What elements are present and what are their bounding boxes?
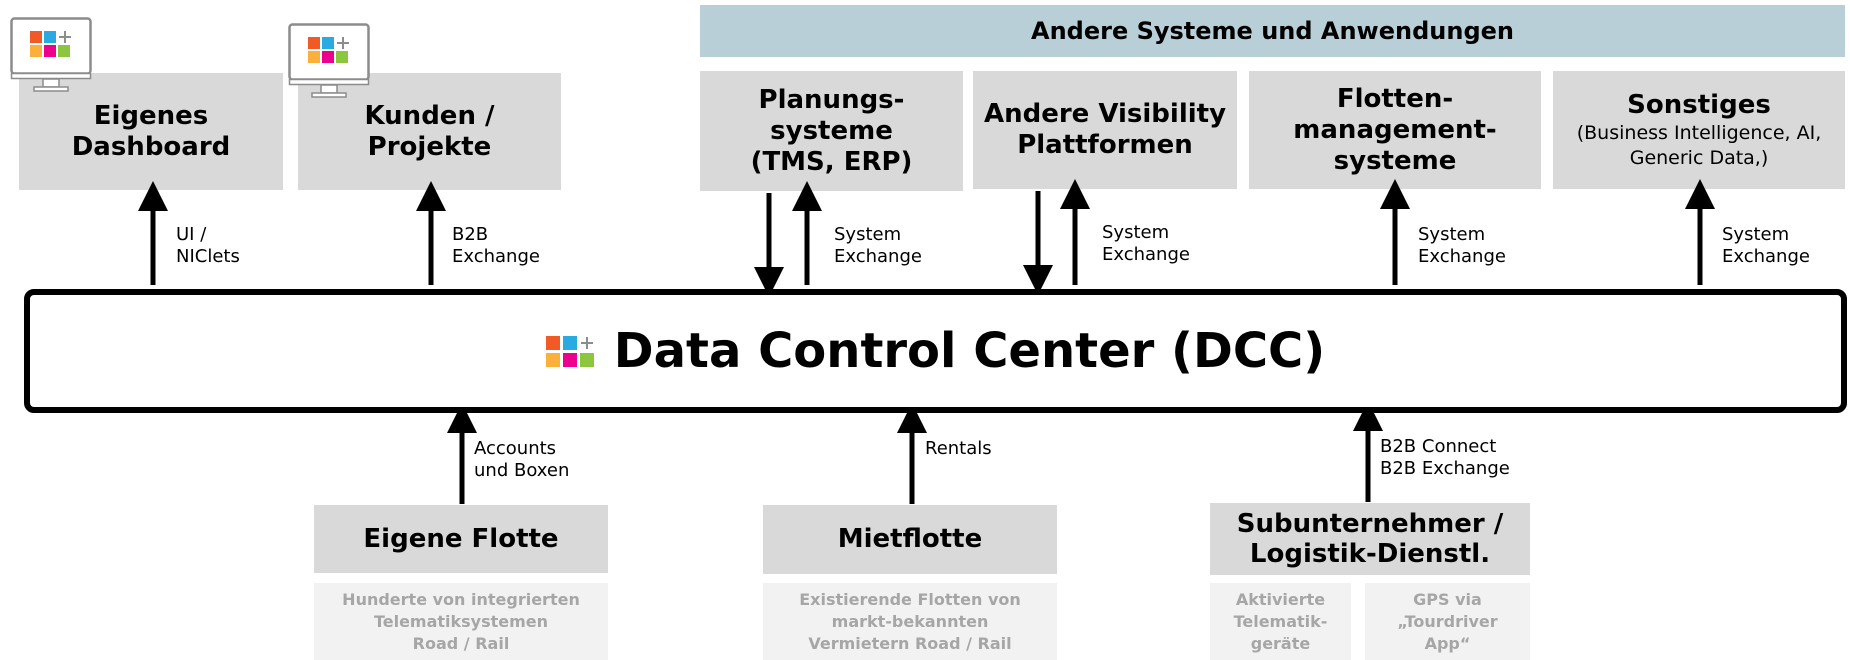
misc-subtitle: (Business Intelligence, AI, Generic Data… (1576, 121, 1822, 169)
other-systems-band: Andere Systeme und Anwendungen (700, 5, 1845, 57)
other-systems-band-label: Andere Systeme und Anwendungen (1031, 17, 1514, 45)
b2b-exchange-label: B2B Exchange (452, 224, 540, 267)
subcontractors-box: Subunternehmer / Logistik-Dienstl. (1210, 503, 1530, 575)
fleet-management-title: Flotten- management- systeme (1293, 83, 1497, 176)
system-exchange-label: System Exchange (834, 224, 922, 267)
misc-box: Sonstiges (Business Intelligence, AI, Ge… (1553, 71, 1845, 189)
dcc-title: Data Control Center (DCC) (613, 323, 1326, 379)
ui-niclets-label: UI / NIClets (176, 224, 240, 267)
own-fleet-box: Eigene Flotte (314, 505, 608, 573)
customers-projects-title: Kunden / Projekte (364, 100, 495, 162)
visibility-platforms-box: Andere Visibility Plattformen (973, 71, 1237, 189)
fleet-management-box: Flotten- management- systeme (1249, 71, 1541, 189)
system-exchange-label: System Exchange (1102, 222, 1190, 265)
misc-title: Sonstiges (1627, 89, 1771, 120)
accounts-boxes-label: Accounts und Boxen (474, 438, 570, 481)
own-fleet-title: Eigene Flotte (363, 523, 559, 554)
planning-systems-title: Planungs- systeme (TMS, ERP) (750, 84, 913, 177)
rentals-label: Rentals (925, 438, 992, 459)
gps-tourdriver-detail: GPS via „Tourdriver App“ (1365, 583, 1530, 660)
own-fleet-detail: Hunderte von integrierten Telematiksyste… (314, 583, 608, 660)
dcc-logo-icon (545, 335, 594, 367)
rental-fleet-detail: Existierende Flotten von markt-bekannten… (763, 583, 1057, 660)
rental-fleet-box: Mietflotte (763, 505, 1057, 574)
visibility-platforms-title: Andere Visibility Plattformen (983, 99, 1227, 160)
own-dashboard-box: Eigenes Dashboard (19, 73, 283, 190)
own-dashboard-title: Eigenes Dashboard (71, 100, 231, 162)
rental-fleet-title: Mietflotte (837, 524, 983, 554)
subcontractors-title: Subunternehmer / Logistik-Dienstl. (1236, 509, 1504, 569)
b2b-connect-label: B2B Connect B2B Exchange (1380, 436, 1510, 479)
planning-systems-box: Planungs- systeme (TMS, ERP) (700, 71, 963, 191)
customers-projects-box: Kunden / Projekte (298, 73, 561, 190)
system-exchange-label: System Exchange (1722, 224, 1810, 267)
system-exchange-label: System Exchange (1418, 224, 1506, 267)
data-control-center: Data Control Center (DCC) (24, 289, 1847, 413)
activated-devices-detail: Aktivierte Telematik- geräte (1210, 583, 1351, 660)
monitor-logo-icon (288, 23, 370, 103)
monitor-logo-icon (10, 17, 92, 97)
